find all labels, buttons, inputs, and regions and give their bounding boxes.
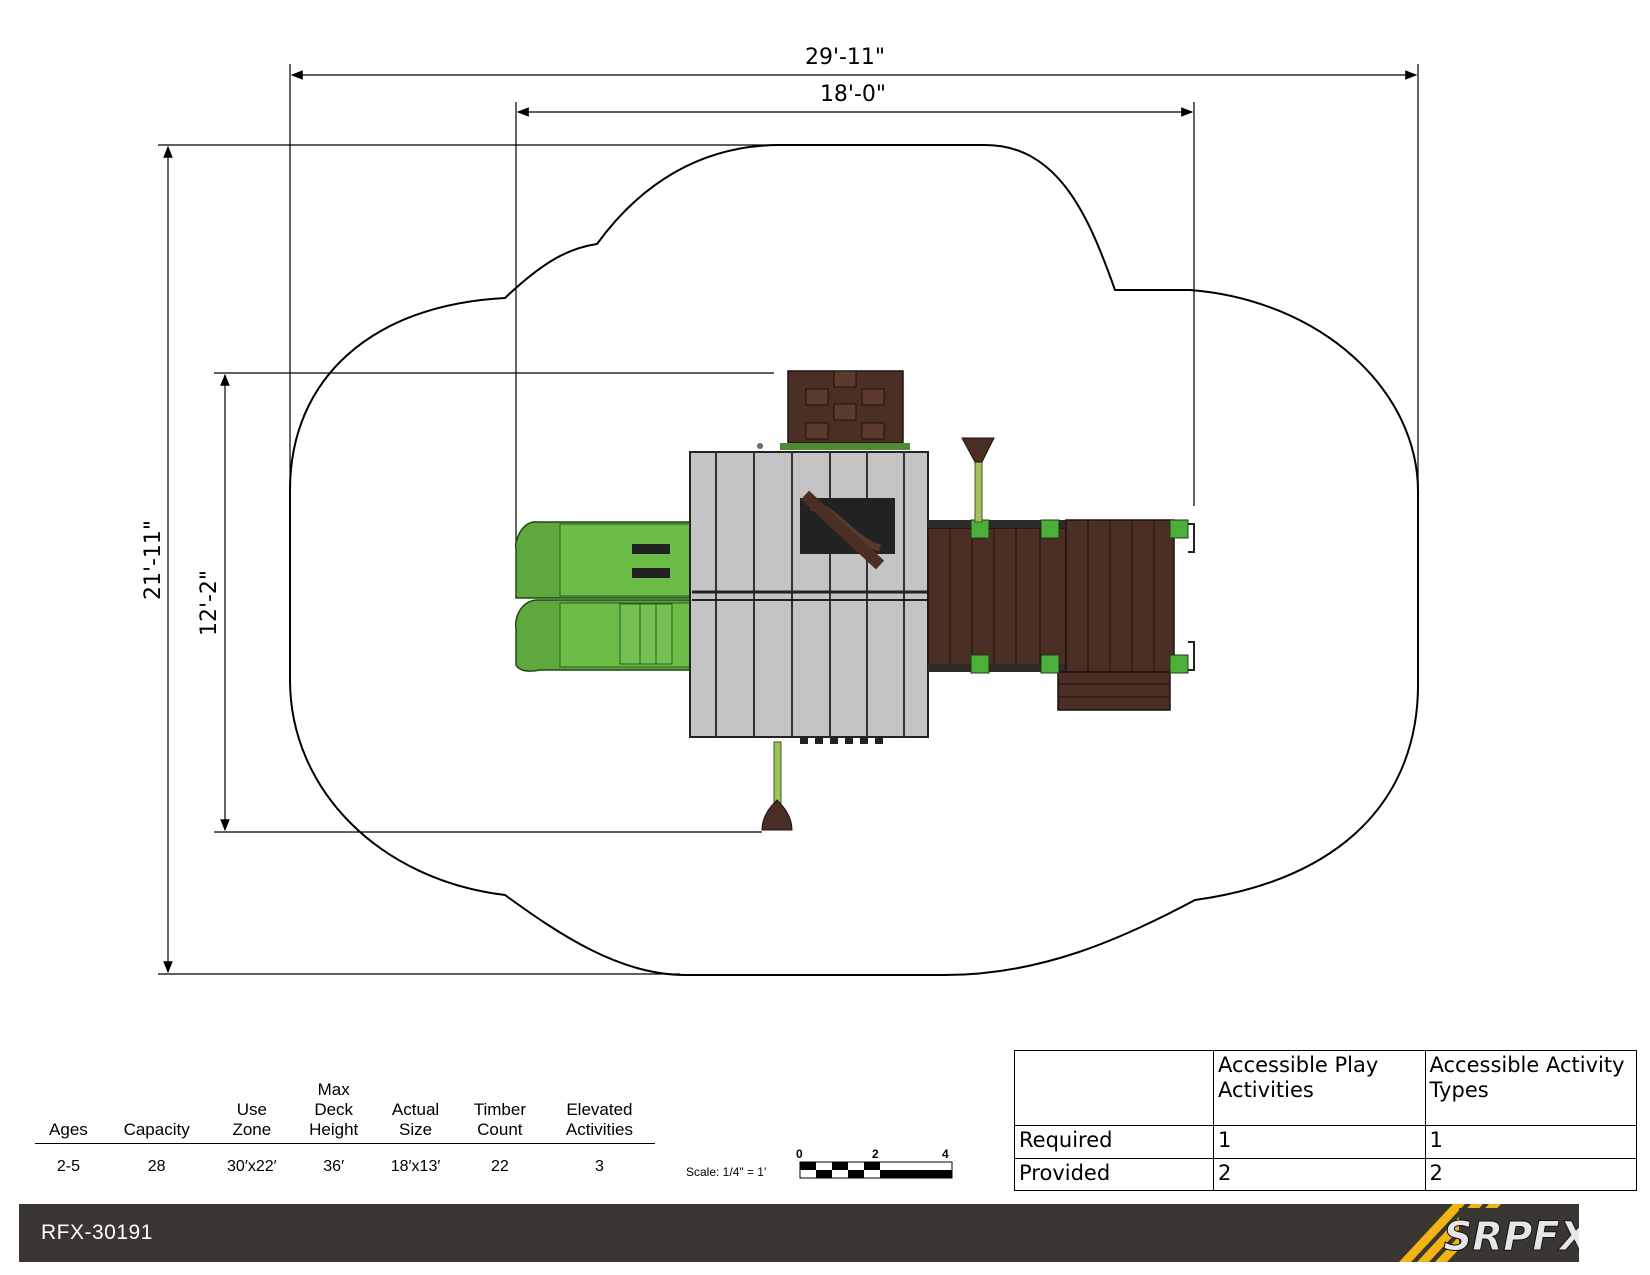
- specs-header-elevated-activities: Elevated Activities: [543, 1080, 655, 1144]
- specs-value-max-deck-height: 36′: [323, 1158, 345, 1175]
- footer-bar: RFX-30191 SRPFX: [19, 1204, 1579, 1262]
- specs-table: Ages Capacity Use Zone Max Deck Height A…: [35, 1080, 655, 1177]
- specs-value-row: 2-5 28 30′x22′ 36′ 18′x13′ 22 3: [35, 1144, 655, 1178]
- structure-depth-label: 12'-2": [197, 570, 222, 636]
- accessibility-table: Accessible Play Activities Accessible Ac…: [1013, 1050, 1637, 1191]
- accessibility-row-provided: Provided 2 2: [1013, 1157, 1637, 1191]
- scale-label: Scale: 1/4" = 1': [686, 1165, 767, 1179]
- specs-value-capacity: 28: [147, 1158, 166, 1175]
- main-deck: [689, 443, 929, 744]
- logo-text: SRPFX: [1443, 1214, 1579, 1260]
- structure-width-label: 18'-0": [820, 82, 886, 107]
- overall-depth-label: 21'-11": [141, 520, 166, 600]
- accessibility-corner-cell: [1013, 1050, 1215, 1126]
- specs-value-use-zone: 30′x22′: [227, 1158, 277, 1175]
- scale-bar: 0 2 4: [796, 1147, 953, 1179]
- accessibility-header-row: Accessible Play Activities Accessible Ac…: [1013, 1050, 1637, 1126]
- talk-tube-top: [961, 437, 995, 523]
- accessibility-row-label: Required: [1013, 1125, 1215, 1159]
- top-climber: [780, 370, 910, 450]
- accessibility-provided-types: 2: [1424, 1157, 1637, 1191]
- tube-slides: [514, 521, 691, 672]
- specs-header-capacity: Capacity: [101, 1080, 212, 1144]
- scale-tick-4: 4: [942, 1147, 949, 1161]
- specs-value-elevated-activities: 3: [594, 1158, 604, 1175]
- srpfx-logo: SRPFX: [1399, 1204, 1579, 1262]
- accessibility-header-types: Accessible Activity Types: [1424, 1050, 1637, 1126]
- specs-header-ages: Ages: [35, 1080, 102, 1144]
- scale-tick-2: 2: [872, 1147, 879, 1161]
- specs-value-actual-size: 18′x13′: [390, 1158, 441, 1175]
- dimension-lines: [158, 64, 1419, 975]
- accessibility-row-required: Required 1 1: [1013, 1125, 1637, 1159]
- specs-header-use-zone: Use Zone: [211, 1080, 293, 1144]
- accessibility-row-label: Provided: [1013, 1157, 1215, 1191]
- specs-value-ages: 2-5: [56, 1158, 80, 1175]
- use-zone-outline: [289, 144, 1420, 976]
- accessibility-header-play: Accessible Play Activities: [1213, 1050, 1426, 1126]
- bridge-deck: [927, 519, 1195, 711]
- scale-tick-0: 0: [796, 1147, 803, 1161]
- overall-width-label: 29'-11": [805, 45, 885, 70]
- accessibility-provided-play: 2: [1213, 1157, 1426, 1191]
- model-number: RFX-30191: [41, 1221, 153, 1244]
- playground-plan-drawing: 29'-11" 18'-0" 21'-11" 12'-2": [141, 45, 1420, 1179]
- accessibility-required-play: 1: [1213, 1125, 1426, 1159]
- accessibility-required-types: 1: [1424, 1125, 1637, 1159]
- specs-header-timber-count: Timber Count: [455, 1080, 544, 1144]
- talk-tube-bottom: [761, 741, 793, 831]
- specs-header-max-deck-height: Max Deck Height: [292, 1080, 376, 1144]
- specs-header-actual-size: Actual Size: [375, 1080, 456, 1144]
- specs-header-row: Ages Capacity Use Zone Max Deck Height A…: [35, 1080, 655, 1144]
- specs-value-timber-count: 22: [490, 1158, 509, 1175]
